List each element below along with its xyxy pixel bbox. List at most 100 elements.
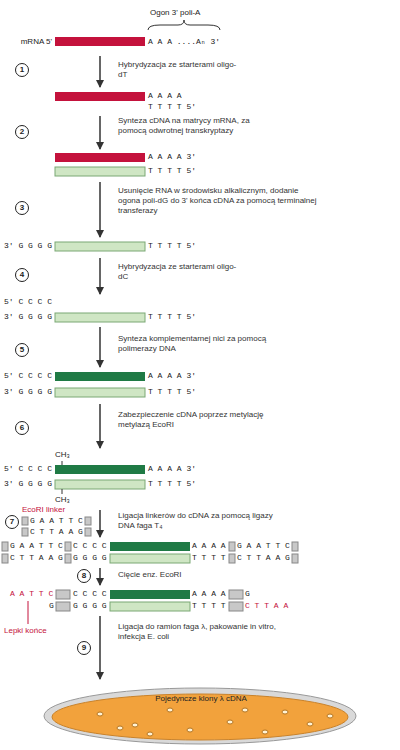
step-arrow <box>99 258 101 294</box>
sequence-text: C T T A A <box>245 601 288 611</box>
mrna-strand <box>55 37 145 46</box>
sequence-text: A A A A 3' <box>148 371 196 381</box>
molecule-stage: G A A T T C C C C C A A A A G A A T T C C T … <box>0 538 300 566</box>
linker-block <box>85 528 91 536</box>
second-strand <box>55 372 145 381</box>
sequence-text: T T T T 5' <box>148 241 196 251</box>
dish-outline <box>40 680 360 746</box>
step-number: 8 <box>77 569 91 583</box>
step-arrow <box>99 510 101 537</box>
mrna-strand <box>55 92 145 101</box>
step-number: 1 <box>15 63 29 77</box>
step-description: Synteza komplementarnej nici za pomocą p… <box>118 334 268 354</box>
molecule-label: CH₃ <box>55 495 70 505</box>
step-arrow <box>99 327 101 367</box>
sequence-text: A A A A <box>192 589 226 599</box>
callout: C T T A A G <box>30 527 83 537</box>
methyl-bond <box>62 489 63 494</box>
linker-block <box>85 517 91 525</box>
sequence-text: T T T T <box>192 601 226 611</box>
colony <box>132 723 138 727</box>
linker-block <box>56 590 70 599</box>
sequence-text: C T T A A G <box>10 553 63 563</box>
linker-block <box>229 590 243 599</box>
callout: G A A T T C <box>30 516 83 526</box>
cdna-strand <box>55 313 145 322</box>
second-strand <box>110 590 190 599</box>
second-strand <box>110 542 190 551</box>
sequence-text: C T T A A G <box>237 553 290 563</box>
molecule-stage: A A A AT T T T 5' <box>40 88 210 114</box>
colony <box>242 708 248 712</box>
sequence-text: T T T T <box>192 553 226 563</box>
step-number: 5 <box>15 343 29 357</box>
sequence-text: 5' C C C C <box>4 464 52 474</box>
cdna-strand <box>110 554 190 563</box>
linker-block <box>229 554 235 563</box>
sequence-text: G <box>245 589 250 599</box>
molecule-label: CH₃ <box>55 450 70 460</box>
linker-block <box>2 554 8 563</box>
step-description: Zabezpieczenie cDNA poprzez metylację me… <box>118 410 278 430</box>
colony <box>117 726 123 730</box>
linker-block <box>22 528 28 536</box>
sequence-text: T T T T 5' <box>148 312 196 322</box>
molecule-stage: 5' C C C C3' G G G GT T T T 5' <box>0 295 210 325</box>
sequence-text: C C C C <box>73 541 107 551</box>
linker-block <box>292 542 298 551</box>
step-arrow <box>99 116 101 149</box>
step-arrow <box>99 404 101 448</box>
sequence-text: T T T T 5' <box>148 102 196 112</box>
linker-block <box>292 554 298 563</box>
sequence-text: A A A A 3' <box>148 152 196 162</box>
step-description: Ligacja linkerów do cDNA za pomocą ligaz… <box>118 511 288 531</box>
sequence-text: A A T T C <box>10 589 53 599</box>
sequence-text: A A A A <box>148 91 182 101</box>
cdna-strand <box>55 388 145 397</box>
molecule-label: Pojedyncze klony λ cDNA <box>40 694 362 704</box>
linker-block <box>65 554 71 563</box>
sequence-text: 3' G G G G <box>4 479 52 489</box>
linker-block <box>229 602 243 611</box>
linker-block <box>229 542 235 551</box>
petri-dish: Pojedyncze klony λ cDNA <box>40 680 362 746</box>
step-description: Usunięcie RNA w środowisku alkalicznym, … <box>118 186 318 216</box>
sequence-text: G G G G <box>73 601 107 611</box>
step-number: 7 <box>5 515 19 529</box>
step-arrow <box>99 182 101 237</box>
bracket <box>148 20 220 30</box>
linker-block <box>65 542 71 551</box>
colony <box>262 730 268 734</box>
cdna-strand <box>55 242 145 251</box>
callout: Ogon 3' poli-A <box>150 8 200 18</box>
sequence-text: G <box>49 601 54 611</box>
cdna-strand <box>110 602 190 611</box>
cdna-strand <box>55 480 145 489</box>
step-number: 4 <box>15 268 29 282</box>
molecule-stage: A A T T CC C C CA A A AGGG G G GT T T TC… <box>0 586 300 614</box>
sequence-text: G A A T T C <box>237 541 290 551</box>
step-arrow <box>99 568 101 585</box>
step-arrow <box>99 616 101 679</box>
colony <box>187 728 193 732</box>
callout: EcoRI linker <box>22 505 65 515</box>
sequence-text: A A A ....Aₙ 3' <box>148 37 220 47</box>
step-number: 2 <box>15 125 29 139</box>
linker-block <box>22 517 28 525</box>
sequence-text: 3' G G G G <box>4 241 52 251</box>
molecule-stage: A A A A 3' T T T T 5' <box>20 150 210 180</box>
step-description: Hybrydyzacja ze starterami oligo-dT <box>118 60 238 80</box>
linker-block <box>56 602 70 611</box>
colony <box>327 714 333 718</box>
step-description: Cięcie enz. EcoRI <box>118 570 268 580</box>
step-number: 9 <box>77 641 91 655</box>
sequence-text: G A A T T C <box>10 541 63 551</box>
molecule-stage: mRNA 5'A A A ....Aₙ 3' <box>5 30 235 54</box>
sequence-text: T T T T 5' <box>148 166 196 176</box>
sequence-text: A A A A <box>192 541 226 551</box>
colony <box>307 722 313 726</box>
step-number: 6 <box>15 421 29 435</box>
molecule-stage: 5' C C C CA A A A 3'3' G G G GT T T T 5' <box>0 368 210 402</box>
cdna-strand <box>55 167 145 176</box>
sequence-text: 3' G G G G <box>4 387 52 397</box>
